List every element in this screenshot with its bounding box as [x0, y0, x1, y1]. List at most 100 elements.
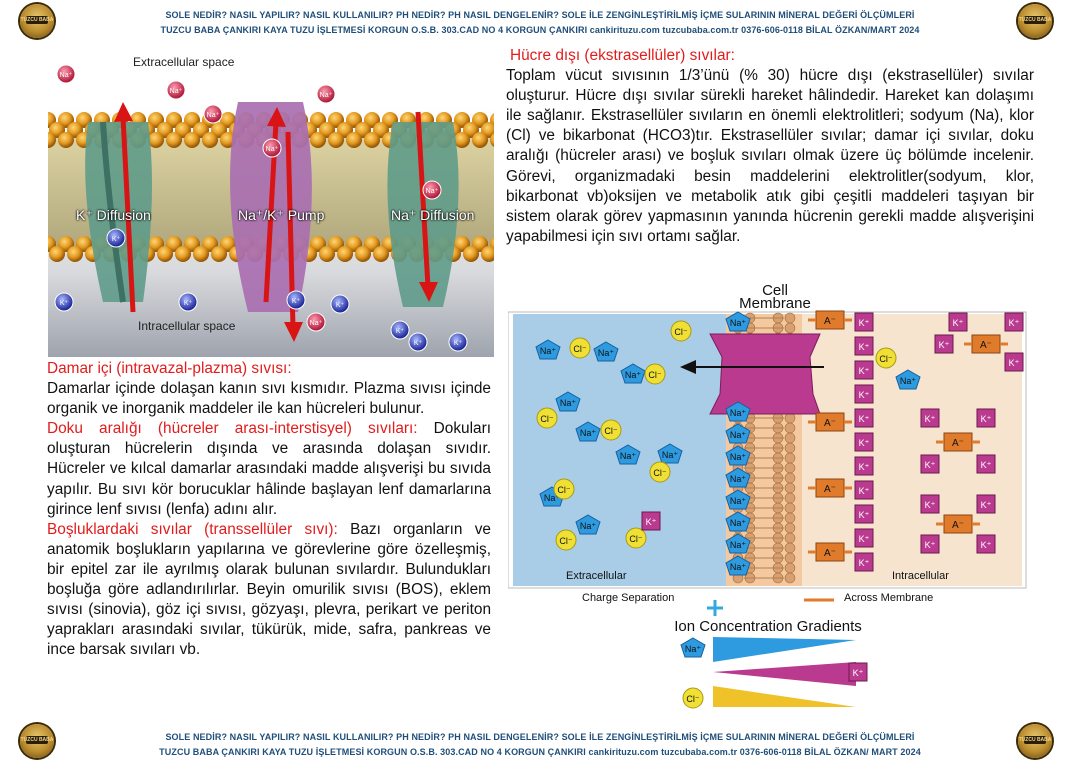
- k-ion-icon: K⁺: [848, 662, 868, 682]
- extracellular-heading: Hücre dışı (ekstrasellüler) sıvılar:: [510, 47, 735, 64]
- interstitial-body: Dokuları oluşturan hücrelerin dışında ve…: [47, 420, 491, 518]
- svg-text:A⁻: A⁻: [980, 340, 992, 351]
- lipid-head: [454, 132, 470, 148]
- na-ion-icon: Na⁺: [575, 421, 601, 442]
- lipid-head: [337, 246, 353, 262]
- membrane-lipid: [784, 422, 796, 434]
- svg-text:K⁺: K⁺: [859, 342, 870, 352]
- lipid-head: [157, 246, 173, 262]
- k-ion-icon: K⁺: [854, 360, 874, 380]
- svg-text:A⁻: A⁻: [952, 438, 964, 449]
- membrane-lipid: [784, 312, 796, 324]
- svg-text:Na⁺: Na⁺: [560, 398, 577, 408]
- na-k-pump-label: Na⁺/K⁺ Pump: [238, 207, 325, 223]
- na-ion-icon: Na⁺: [725, 533, 751, 554]
- svg-text:A⁻: A⁻: [824, 484, 836, 495]
- svg-text:A⁻: A⁻: [824, 316, 836, 327]
- logo-text: TUZCU BABA: [20, 17, 54, 23]
- lipid-head: [310, 132, 326, 148]
- cl-ion-icon: Cl⁻: [536, 407, 558, 429]
- k-ion-icon: K⁺: [854, 336, 874, 356]
- membrane-lipid: [784, 492, 796, 504]
- k-ion-icon: K⁺: [854, 384, 874, 404]
- membrane-lipid: [784, 522, 796, 534]
- cl-ion-icon: Cl⁻: [600, 419, 622, 441]
- across-membrane-label: Across Membrane: [844, 592, 934, 604]
- na-ion-icon: Na⁺: [316, 84, 336, 104]
- svg-text:K⁺: K⁺: [454, 340, 463, 347]
- na-ion-icon: Na⁺: [725, 511, 751, 532]
- svg-text:K⁺: K⁺: [859, 534, 870, 544]
- svg-text:K⁺: K⁺: [925, 500, 936, 510]
- membrane-lipid: [784, 462, 796, 474]
- k-ion-icon: K⁺: [286, 290, 306, 310]
- na-ion-icon: Na⁺: [166, 80, 186, 100]
- svg-text:Na⁺: Na⁺: [544, 493, 561, 503]
- lipid-head: [202, 132, 218, 148]
- tuzcu-baba-logo-left: TUZCU BABA: [20, 724, 54, 758]
- svg-text:K⁺: K⁺: [859, 462, 870, 472]
- charge-separation-label: Charge Separation: [582, 592, 675, 604]
- svg-text:K⁺: K⁺: [925, 414, 936, 424]
- k-ion-icon: K⁺: [854, 432, 874, 452]
- svg-text:Na⁺: Na⁺: [320, 92, 333, 99]
- svg-text:Na⁺: Na⁺: [580, 428, 597, 438]
- membrane-lipid: [784, 572, 796, 584]
- membrane-lipid: [784, 542, 796, 554]
- na-ion-icon: Na⁺: [306, 312, 326, 332]
- lipid-head: [490, 133, 494, 147]
- svg-text:K⁺: K⁺: [60, 300, 69, 307]
- svg-text:Cl⁻: Cl⁻: [573, 344, 586, 354]
- intracellular-label: Intracellular: [892, 570, 949, 582]
- na-ion-icon: Na⁺: [725, 555, 751, 576]
- ion-concentration-gradients-title: Ion Concentration Gradients: [674, 618, 862, 635]
- lipid-head: [355, 246, 371, 262]
- intravascular-body: Damarlar içinde dolaşan kanın sıvı kısmı…: [47, 380, 491, 418]
- k-ion-icon: K⁺: [1004, 352, 1024, 372]
- k-ion-icon: K⁺: [106, 228, 126, 248]
- k-ion-icon: K⁺: [934, 334, 954, 354]
- svg-text:Na⁺: Na⁺: [207, 112, 220, 119]
- transcellular-heading: Boşluklardaki sıvılar (transsellüler sıv…: [47, 520, 338, 538]
- svg-text:Na⁺: Na⁺: [730, 318, 747, 328]
- svg-text:K⁺: K⁺: [859, 558, 870, 568]
- na-ion-icon: Na⁺: [593, 341, 619, 362]
- na-ion-icon: Na⁺: [725, 467, 751, 488]
- na-ion-icon: Na⁺: [203, 104, 223, 124]
- k-ion-icon: K⁺: [976, 408, 996, 428]
- svg-text:K⁺: K⁺: [292, 298, 301, 305]
- tuzcu-baba-logo-left: TUZCU BABA: [20, 4, 54, 38]
- membrane-lipid: [784, 562, 796, 574]
- svg-text:Cl⁻: Cl⁻: [604, 426, 617, 436]
- lipid-head: [481, 246, 494, 262]
- lipid-head: [166, 132, 182, 148]
- cl-ion-icon: Cl⁻: [555, 529, 577, 551]
- svg-text:K⁺: K⁺: [925, 460, 936, 470]
- membrane-lipid: [784, 472, 796, 484]
- na-ion-icon: Na⁺: [725, 489, 751, 510]
- na-ion-icon: Na⁺: [422, 180, 442, 200]
- svg-text:K⁺: K⁺: [981, 500, 992, 510]
- cl-ion-icon: Cl⁻: [682, 687, 704, 709]
- svg-text:K⁺: K⁺: [859, 414, 870, 424]
- svg-text:Na⁺: Na⁺: [625, 370, 642, 380]
- lipid-head: [346, 132, 362, 148]
- na-ion-icon: Na⁺: [262, 138, 282, 158]
- svg-text:Na⁺: Na⁺: [730, 562, 747, 572]
- na-ion-icon: Na⁺: [725, 423, 751, 444]
- na-ion-icon: Na⁺: [657, 443, 683, 464]
- k-ion-icon: K⁺: [920, 534, 940, 554]
- k-ion-icon: K⁺: [920, 454, 940, 474]
- k-ion-icon: K⁺: [854, 312, 874, 332]
- svg-text:K⁺: K⁺: [853, 668, 864, 678]
- k-ion-icon: K⁺: [854, 480, 874, 500]
- lipid-head: [193, 246, 209, 262]
- na-ion-icon: Na⁺: [725, 311, 751, 332]
- ion-gradient-diagram: Na⁺Na⁺Na⁺Na⁺Na⁺Na⁺Na⁺Na⁺K⁺K⁺K⁺K⁺K⁺K⁺K⁺K⁺…: [507, 282, 1030, 722]
- svg-text:Na⁺: Na⁺: [730, 408, 747, 418]
- na-ion-icon: Na⁺: [680, 637, 706, 658]
- k-ion-icon: K⁺: [854, 552, 874, 572]
- page-header: TUZCU BABA SOLE NEDİR? NASIL YAPILIR? NA…: [0, 0, 1080, 40]
- tuzcu-baba-logo-right: TUZCU BABA: [1018, 724, 1052, 758]
- svg-text:Cl⁻: Cl⁻: [879, 354, 892, 364]
